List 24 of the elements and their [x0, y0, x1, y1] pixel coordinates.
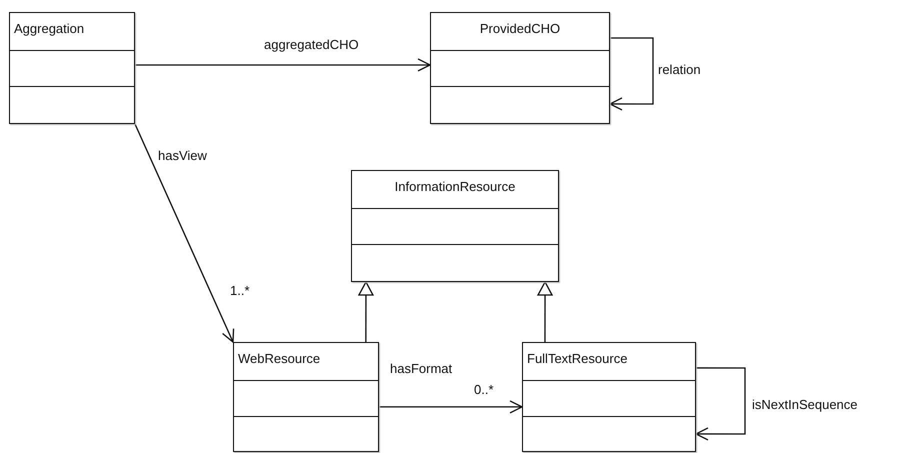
association-arrow [609, 37, 654, 111]
edge-label: relation [658, 62, 701, 77]
class-box [233, 342, 379, 452]
class-name: InformationResource [394, 179, 516, 194]
association-arrow [695, 367, 746, 441]
multiplicity-label: 1..* [230, 283, 250, 298]
class-box [430, 12, 610, 124]
class-name: ProvidedCHO [480, 21, 560, 36]
class-box [351, 170, 559, 282]
edge-label: aggregatedCHO [264, 37, 359, 52]
generalization-arrow [537, 281, 553, 342]
class-box [522, 342, 696, 452]
multiplicity-label: 0..* [474, 382, 494, 397]
class-name: WebResource [238, 351, 320, 366]
edge-label: hasFormat [390, 361, 452, 376]
class-name: Aggregation [14, 21, 84, 36]
edge-label: hasView [158, 148, 207, 163]
association-arrow [135, 58, 431, 72]
association-arrow [379, 400, 523, 414]
edge-label: isNextInSequence [752, 397, 858, 412]
class-name: FullTextResource [527, 351, 628, 366]
generalization-arrow [358, 281, 374, 342]
class-box [9, 12, 135, 124]
association-arrow [134, 124, 234, 343]
